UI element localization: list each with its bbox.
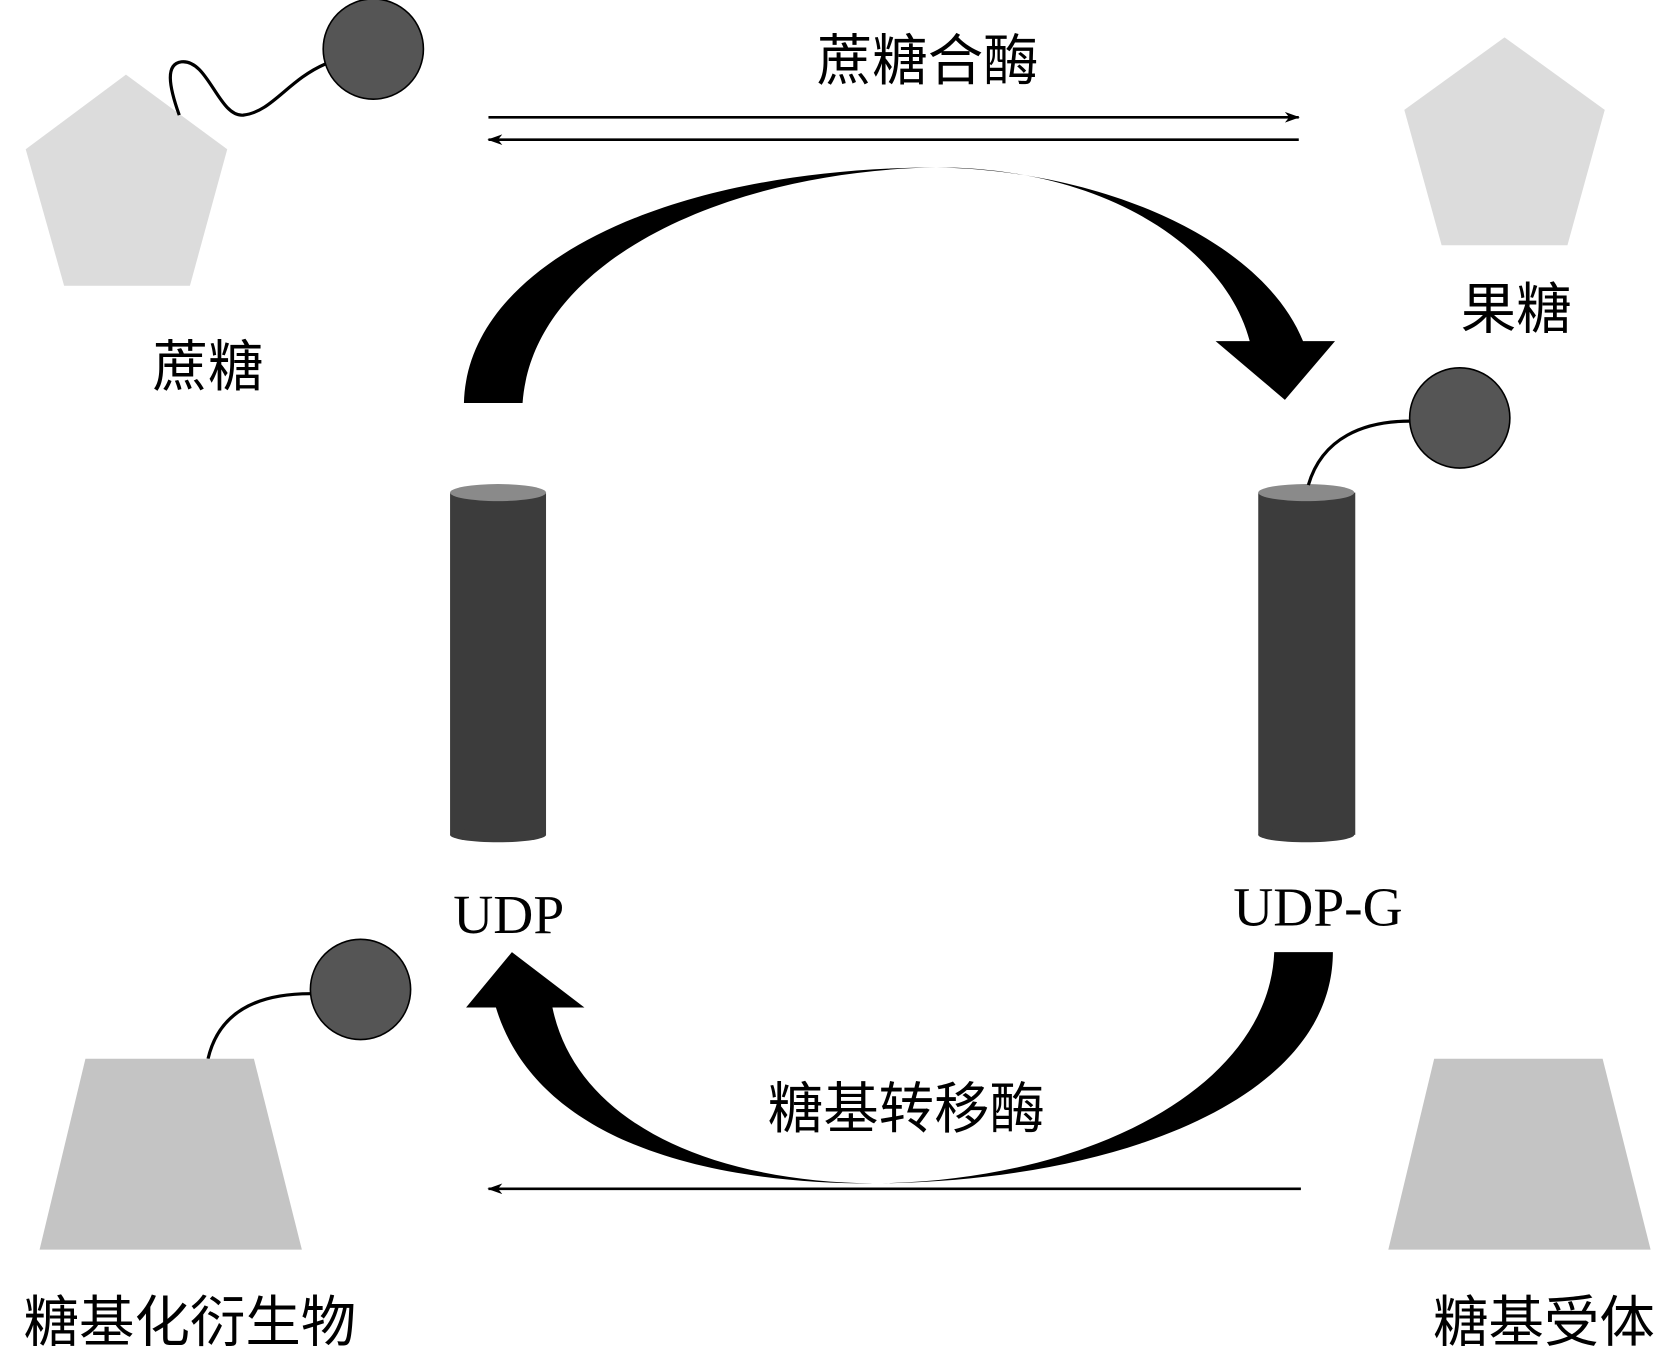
derivative-glucose-ball bbox=[309, 938, 412, 1041]
derivative-linker bbox=[206, 992, 311, 1060]
glycosyl-acceptor-label: 糖基受体 bbox=[1433, 1292, 1655, 1353]
udp-g-linker bbox=[1306, 419, 1410, 486]
udp-label: UDP bbox=[453, 884, 564, 945]
udp-g-label: UDP-G bbox=[1233, 876, 1402, 937]
top-curved-arrow bbox=[463, 167, 1336, 404]
udp-g-cylinder bbox=[1258, 367, 1511, 843]
sucrose-synthase-label: 蔗糖合酶 bbox=[817, 31, 1039, 92]
sucrose-glucose-ball bbox=[322, 0, 425, 100]
udp-g-glucose-ball bbox=[1408, 367, 1511, 469]
glycosylated-derivative-trapezoid bbox=[39, 1058, 302, 1250]
sucrose-label: 蔗糖 bbox=[153, 337, 264, 398]
udp-cylinder bbox=[450, 484, 547, 843]
glycosylated-derivative-label: 糖基化衍生物 bbox=[24, 1292, 357, 1353]
sucrose-pentagon bbox=[25, 74, 228, 286]
glycosyltransferase-label: 糖基转移酶 bbox=[768, 1079, 1045, 1140]
sucrose-linker bbox=[168, 60, 326, 117]
glycosyl-acceptor-trapezoid bbox=[1388, 1058, 1651, 1250]
fructose-label: 果糖 bbox=[1461, 279, 1572, 340]
fructose-pentagon bbox=[1404, 37, 1605, 246]
sucrose-molecule bbox=[25, 0, 425, 286]
bottom-curved-arrow bbox=[466, 952, 1333, 1184]
